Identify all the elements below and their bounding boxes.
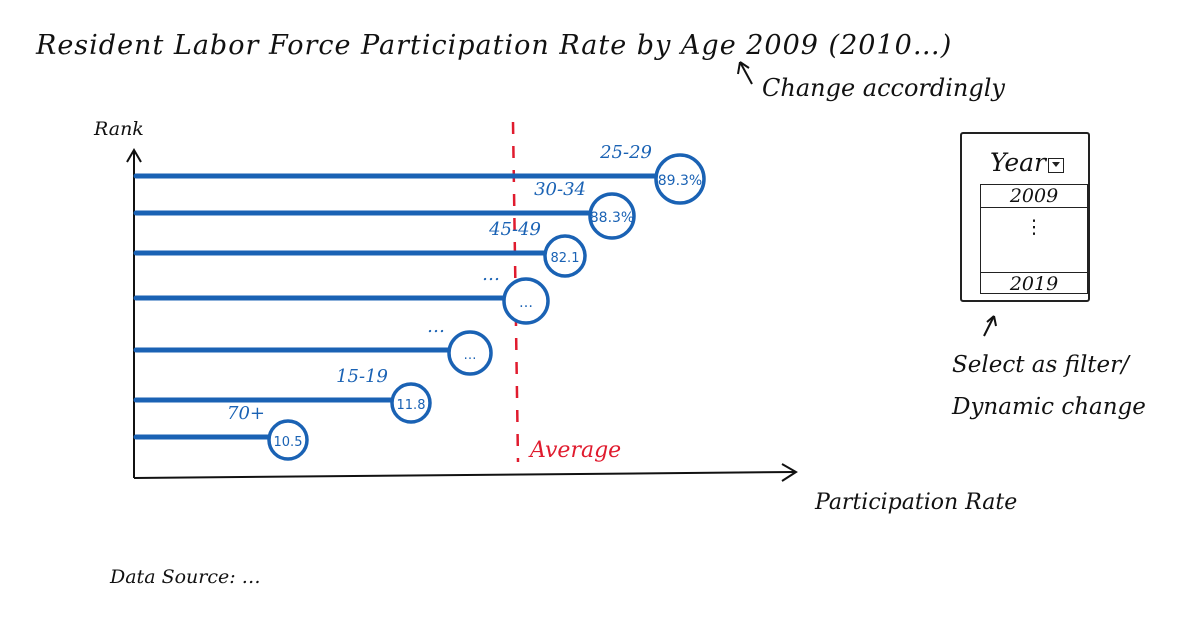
title-note-arrow — [737, 61, 753, 85]
bar-marker — [543, 234, 587, 278]
bar-value-label: 89.3% — [658, 173, 702, 189]
axes — [126, 148, 798, 482]
x-axis — [133, 471, 796, 479]
bar-marker — [267, 419, 309, 461]
y-axis-arrowhead — [126, 148, 142, 163]
bar-category-label: 15-19 — [336, 366, 388, 387]
bar-marker — [502, 277, 550, 325]
bar-value-label: 88.3% — [590, 210, 634, 226]
bar-value-label: … — [464, 348, 477, 363]
bar-marker — [588, 192, 636, 240]
x-axis-label: Participation Rate — [815, 490, 1018, 515]
bar-marker — [654, 153, 706, 205]
filter-note-arrow — [983, 315, 997, 337]
x-axis-arrowhead — [781, 463, 798, 482]
bar-category-label: 45-49 — [488, 219, 541, 240]
filter-note-line1: Select as filter/ — [952, 352, 1129, 378]
bar-category-label: … — [427, 316, 445, 337]
y-axis-label: Rank — [94, 118, 144, 140]
filter-note-line2: Dynamic change — [952, 394, 1146, 420]
bar-value-label: 82.1 — [551, 251, 580, 266]
data-source: Data Source: … — [110, 566, 261, 588]
bar-category-label: … — [482, 264, 500, 285]
year-filter-title: Year — [990, 148, 1046, 177]
bar-value-label: … — [519, 295, 533, 311]
year-filter[interactable]: Year 2009 ⋮ 2019 — [960, 132, 1090, 302]
dropdown-icon[interactable] — [1048, 158, 1064, 173]
bar-category-label: 25-29 — [599, 142, 652, 163]
bar-marker — [390, 382, 432, 424]
year-list[interactable]: 2009 ⋮ 2019 — [980, 184, 1088, 295]
filter-note: Select as filter/ Dynamic change — [952, 344, 1146, 428]
year-option-ellipsis: ⋮ — [1024, 216, 1044, 238]
bar-category-label: 30-34 — [534, 179, 586, 200]
chart-title: Resident Labor Force Participation Rate … — [36, 30, 953, 61]
average-label: Average — [530, 438, 622, 463]
bar-marker — [447, 330, 493, 376]
bar-category-label: 70+ — [227, 403, 265, 424]
year-option-first[interactable]: 2009 — [981, 185, 1087, 208]
bar-value-label: 11.8 — [397, 398, 426, 413]
title-note: Change accordingly — [762, 74, 1005, 102]
bar-value-label: 10.5 — [274, 435, 303, 450]
year-option-last[interactable]: 2019 — [981, 272, 1087, 295]
